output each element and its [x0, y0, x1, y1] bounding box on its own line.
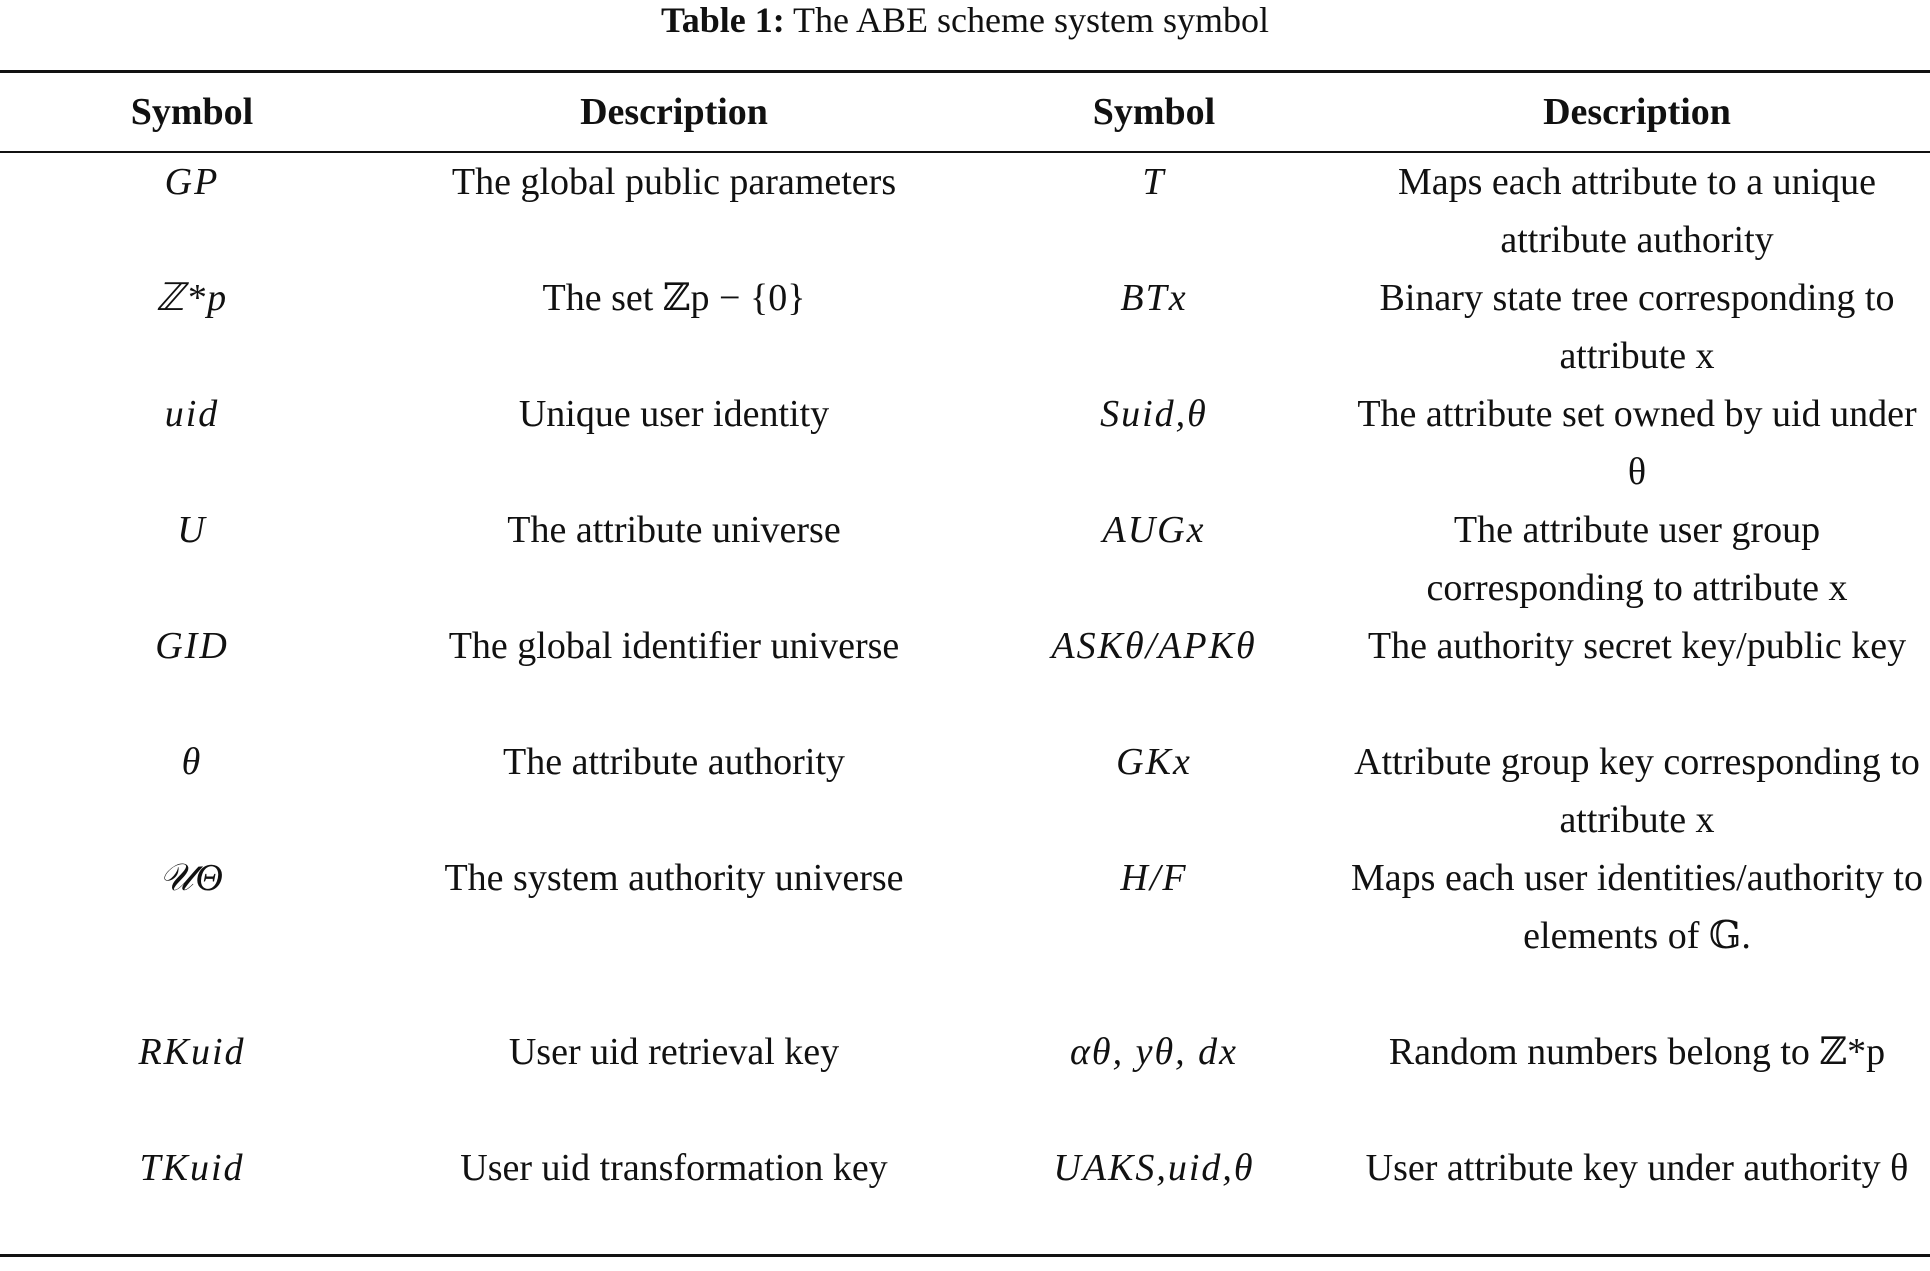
- table-header-row: Symbol Description Symbol Description: [0, 71, 1930, 152]
- description-cell: The attribute universe: [507, 509, 841, 551]
- table-caption-text: The ABE scheme system symbol: [793, 0, 1269, 40]
- table-caption-label: Table 1:: [660, 0, 785, 40]
- header-description-1: Description: [580, 91, 768, 133]
- symbol-cell: GID: [155, 625, 229, 667]
- symbol-cell: H/F: [1120, 857, 1188, 899]
- description-cell: User attribute key under authority θ: [1365, 1147, 1909, 1189]
- symbol-cell: ASKθ/APKθ: [1051, 625, 1257, 667]
- symbol-cell: TKuid: [139, 1147, 245, 1189]
- description-cell: Maps each user identities/authority to e…: [1351, 857, 1923, 957]
- header-symbol-1: Symbol: [130, 91, 254, 133]
- symbol-cell: Suid,θ: [1100, 393, 1208, 435]
- description-cell: The attribute set owned by uid under θ: [1357, 393, 1917, 493]
- symbol-cell: GP: [164, 161, 220, 203]
- symbol-cell: U: [177, 509, 207, 551]
- symbol-cell: ℤ*p: [155, 277, 229, 319]
- symbol-cell: BTx: [1120, 277, 1188, 319]
- table-row: 𝒰Θ The system authority universe H/F Maps e…: [0, 849, 1930, 1023]
- description-cell: The attribute user group corresponding t…: [1426, 509, 1848, 609]
- table-row: θ The attribute authority GKx Attribute gro…: [0, 733, 1930, 849]
- description-cell: The global identifier universe: [448, 625, 900, 667]
- symbol-cell: GKx: [1116, 741, 1192, 783]
- table-body: GP The global public parameters T Maps each…: [0, 152, 1930, 1255]
- table-caption: Table 1: The ABE scheme system symbol: [0, 0, 1930, 52]
- description-cell: Binary state tree corresponding to attri…: [1379, 277, 1895, 377]
- description-cell: Random numbers belong to ℤ*p: [1388, 1031, 1886, 1073]
- description-cell: The authority secret key/public key: [1367, 625, 1907, 667]
- table-row: RKuid User uid retrieval key αθ, yθ, dx Ran…: [0, 1023, 1930, 1139]
- description-cell: The global public parameters: [451, 161, 897, 203]
- symbol-cell: αθ, yθ, dx: [1069, 1031, 1238, 1073]
- table-row: U The attribute universe AUGx The attribute…: [0, 501, 1930, 617]
- header-symbol-2: Symbol: [1092, 91, 1216, 133]
- symbol-table: Symbol Description Symbol Description GP…: [0, 70, 1930, 1257]
- description-cell: User uid transformation key: [460, 1147, 888, 1189]
- table-row: GID The global identifier universe ASKθ/AP…: [0, 617, 1930, 733]
- table-row: TKuid User uid transformation key UAKS,uid…: [0, 1139, 1930, 1255]
- description-cell: Attribute group key corresponding to att…: [1354, 741, 1920, 841]
- table-row: uid Unique user identity Suid,θ The attribu…: [0, 385, 1930, 501]
- description-cell: The attribute authority: [503, 741, 845, 783]
- description-cell: The system authority universe: [444, 857, 904, 899]
- symbol-cell: UAKS,uid,θ: [1053, 1147, 1255, 1189]
- symbol-cell: 𝒰Θ: [159, 857, 225, 899]
- symbol-cell: RKuid: [138, 1031, 246, 1073]
- header-description-2: Description: [1543, 91, 1731, 133]
- table-row: ℤ*p The set ℤp − {0} BTx Binary state tree …: [0, 269, 1930, 385]
- description-cell: User uid retrieval key: [508, 1031, 840, 1073]
- table-row: GP The global public parameters T Maps each…: [0, 152, 1930, 269]
- symbol-cell: AUGx: [1102, 509, 1206, 551]
- symbol-cell: uid: [164, 393, 220, 435]
- description-cell: The set ℤp − {0}: [542, 277, 806, 319]
- symbol-cell: T: [1142, 161, 1166, 203]
- description-cell: Maps each attribute to a unique attribut…: [1397, 161, 1876, 261]
- symbol-cell: θ: [181, 741, 203, 783]
- description-cell: Unique user identity: [518, 393, 830, 435]
